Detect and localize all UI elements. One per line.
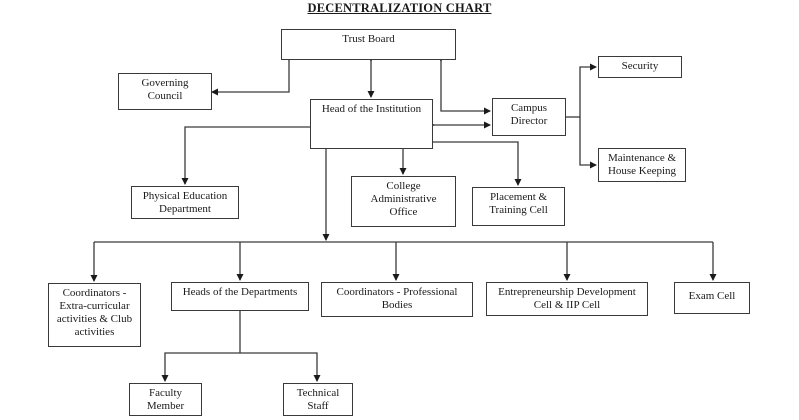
node-label-line: Physical Education [142, 190, 228, 202]
edge-governing-trust [211, 54, 293, 96]
node-label-line: Security [621, 60, 659, 72]
node-label-line: House Keeping [607, 165, 677, 177]
node-label-line: Coordinators - [62, 287, 127, 299]
node-maintenance: Maintenance &House Keeping [598, 148, 686, 182]
edge-head-physical [181, 126, 310, 185]
edge-campus-security [579, 63, 597, 117]
edge-campus-maintenance [579, 117, 597, 169]
node-label-line: Technical [296, 387, 340, 399]
node-label-line: Trust Board [342, 33, 395, 45]
node-label-line: Cell & IIP Cell [533, 299, 601, 311]
node-label-line: Office [389, 206, 418, 218]
node-label-line: Faculty [149, 387, 182, 399]
node-label-line: Maintenance & [607, 152, 677, 164]
node-label-line: Entrepreneurship Development [498, 286, 636, 298]
node-exam-cell: Exam Cell [674, 282, 750, 314]
node-label-line: College [386, 180, 421, 192]
edge-head-placement [432, 141, 522, 186]
node-label-line: Council [147, 90, 183, 102]
node-heads-departments: Heads of the Departments [171, 282, 309, 311]
edge-campus-trust [437, 55, 491, 115]
node-placement: Placement &Training Cell [472, 187, 565, 226]
node-label-line: Training Cell [489, 204, 548, 216]
node-label-line: Department [159, 203, 211, 215]
node-label-line: activities & Club [56, 313, 133, 325]
node-security: Security [598, 56, 682, 78]
node-label-line: activities [74, 326, 115, 338]
node-label-line: Governing [141, 77, 189, 89]
node-label-line: Head of the Institution [321, 103, 422, 115]
node-head-institution: Head of the Institution [310, 99, 433, 149]
node-label-line: Director [510, 115, 548, 127]
node-label-line: Coordinators - Professional [336, 286, 458, 298]
chart-title: DECENTRALIZATION CHART [307, 1, 492, 15]
node-label-line: Heads of the Departments [182, 286, 298, 298]
node-trust-board: Trust Board [281, 29, 456, 60]
node-label-line: Campus [510, 102, 548, 114]
node-label-line: Exam Cell [688, 290, 736, 302]
node-label-line: Member [146, 400, 185, 412]
node-label-line: Bodies [381, 299, 413, 311]
node-label-line: Extra-curricular [59, 300, 130, 312]
node-label-line: Staff [307, 400, 329, 412]
node-label-line: Administrative [370, 193, 437, 205]
edge-heads-faculty [161, 352, 240, 382]
edge-heads-technical [240, 352, 321, 382]
node-label-line: Placement & [489, 191, 548, 203]
